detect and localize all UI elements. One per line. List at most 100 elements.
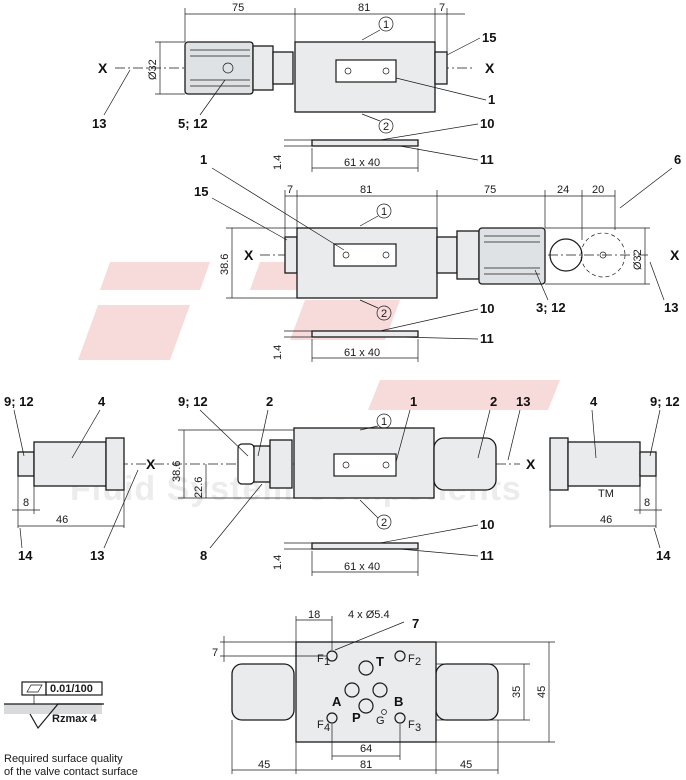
axis-x-right: X bbox=[670, 247, 680, 263]
port-a-label: A bbox=[332, 694, 342, 709]
port-p bbox=[358, 698, 374, 714]
flatness-symbol-box bbox=[21, 681, 47, 696]
dim-7: 7 bbox=[212, 647, 218, 659]
watermark-tm: TM bbox=[598, 488, 614, 500]
valve-window bbox=[333, 243, 397, 267]
label-8: 8 bbox=[200, 548, 207, 563]
surface-quality: 0.01/100 Rzmax 4 Required surface qualit… bbox=[4, 681, 138, 778]
label-14-left: 14 bbox=[18, 548, 33, 563]
view-4: T A P B G F 1 F 2 F 3 F 4 18 4 x Ø5.4 7 bbox=[212, 609, 555, 774]
scale-ring bbox=[456, 230, 480, 280]
dim-7: 7 bbox=[287, 184, 293, 196]
dim-1-4: 1.4 bbox=[272, 345, 284, 360]
label-2-left: 2 bbox=[266, 394, 273, 409]
label-1: 1 bbox=[200, 152, 207, 167]
label-7: 7 bbox=[412, 616, 419, 631]
axis-x-left: X bbox=[146, 456, 156, 472]
label-11: 11 bbox=[480, 548, 494, 563]
f2-sub: 2 bbox=[415, 656, 421, 668]
label-13: 13 bbox=[92, 116, 106, 131]
dim-d32: Ø32 bbox=[632, 249, 644, 270]
dim-22-6: 22.6 bbox=[193, 477, 205, 498]
label-1: 1 bbox=[410, 394, 417, 409]
surface-note-line1: Required surface quality bbox=[4, 753, 123, 765]
f4-sub: 4 bbox=[324, 722, 330, 734]
label-2-right: 2 bbox=[490, 394, 497, 409]
dim-46-right: 46 bbox=[600, 514, 612, 526]
dim-46-left: 46 bbox=[56, 514, 68, 526]
dim-d32: Ø32 bbox=[147, 59, 159, 80]
circled-2: 2 bbox=[381, 308, 387, 320]
lock-nut bbox=[272, 51, 294, 85]
scale-ring bbox=[252, 45, 274, 91]
mount-hole-f3 bbox=[394, 712, 406, 724]
dim-64: 64 bbox=[360, 743, 372, 755]
port-t bbox=[358, 660, 374, 676]
plug-4-left bbox=[33, 441, 107, 487]
dim-61x40: 61 x 40 bbox=[344, 347, 380, 359]
valve-window bbox=[333, 453, 397, 477]
circled-2: 2 bbox=[383, 121, 389, 133]
view-1: X X 75 81 7 Ø32 1 2 15 bbox=[92, 2, 496, 172]
label-11: 11 bbox=[480, 331, 494, 346]
dim-holes: 4 x Ø5.4 bbox=[348, 609, 390, 621]
mount-hole-f2 bbox=[394, 650, 406, 662]
dim-81: 81 bbox=[358, 2, 370, 14]
nut-large bbox=[269, 439, 293, 489]
nut-small bbox=[253, 445, 271, 483]
valve-base bbox=[295, 641, 437, 743]
axis-x-left: X bbox=[98, 60, 108, 76]
flatness-value: 0.01/100 bbox=[50, 683, 93, 695]
valve-window bbox=[335, 59, 397, 83]
label-4-right: 4 bbox=[590, 394, 598, 409]
port-g-label: G bbox=[376, 715, 385, 727]
label-10: 10 bbox=[480, 517, 494, 532]
port-p-label: P bbox=[352, 710, 361, 725]
f3-sub: 3 bbox=[415, 722, 421, 734]
label-9-12-mid: 9; 12 bbox=[178, 394, 208, 409]
dim-45-right: 45 bbox=[460, 759, 472, 771]
dim-38-6: 38.6 bbox=[219, 254, 231, 275]
f1-label: F bbox=[317, 653, 324, 665]
seal-plate bbox=[311, 542, 419, 550]
dim-8-left: 8 bbox=[23, 497, 29, 509]
axis-x-right: X bbox=[526, 456, 536, 472]
dim-61x40: 61 x 40 bbox=[344, 157, 380, 169]
dim-75: 75 bbox=[232, 2, 244, 14]
label-15: 15 bbox=[482, 30, 496, 45]
dim-81: 81 bbox=[360, 759, 372, 771]
circled-1: 1 bbox=[383, 19, 389, 31]
circled-1: 1 bbox=[381, 206, 387, 218]
label-11: 11 bbox=[480, 152, 494, 167]
dim-75: 75 bbox=[484, 184, 496, 196]
dim-20: 20 bbox=[592, 184, 604, 196]
label-10: 10 bbox=[480, 301, 494, 316]
dim-81: 81 bbox=[360, 184, 372, 196]
roughness-value: Rzmax 4 bbox=[52, 713, 98, 725]
circled-2: 2 bbox=[381, 517, 387, 529]
label-1: 1 bbox=[488, 92, 495, 107]
label-10: 10 bbox=[480, 116, 494, 131]
dim-8-right: 8 bbox=[644, 497, 650, 509]
label-9-12-left: 9; 12 bbox=[4, 394, 34, 409]
port-a bbox=[344, 682, 360, 698]
surface-note-line2: of the valve contact surface bbox=[4, 766, 138, 778]
port-b-label: B bbox=[394, 694, 403, 709]
f2-label: F bbox=[408, 653, 415, 665]
label-3-12: 3; 12 bbox=[536, 300, 566, 315]
seal-cap bbox=[237, 443, 255, 485]
dim-35: 35 bbox=[511, 686, 523, 698]
axis-x-right: X bbox=[485, 60, 495, 76]
plug-15 bbox=[284, 236, 298, 274]
plug-15 bbox=[434, 51, 448, 85]
port-t-label: T bbox=[376, 654, 384, 669]
plug-collar-left bbox=[105, 437, 125, 491]
dim-1-4: 1.4 bbox=[272, 155, 284, 170]
label-13: 13 bbox=[664, 300, 678, 315]
flatness-value-box bbox=[45, 681, 103, 696]
view-2: X X 7 81 75 24 20 38.6 bbox=[194, 152, 681, 362]
f1-sub: 1 bbox=[324, 656, 330, 668]
thread-right bbox=[639, 451, 657, 477]
plug-4-right bbox=[567, 441, 641, 487]
thread-left bbox=[17, 451, 35, 477]
